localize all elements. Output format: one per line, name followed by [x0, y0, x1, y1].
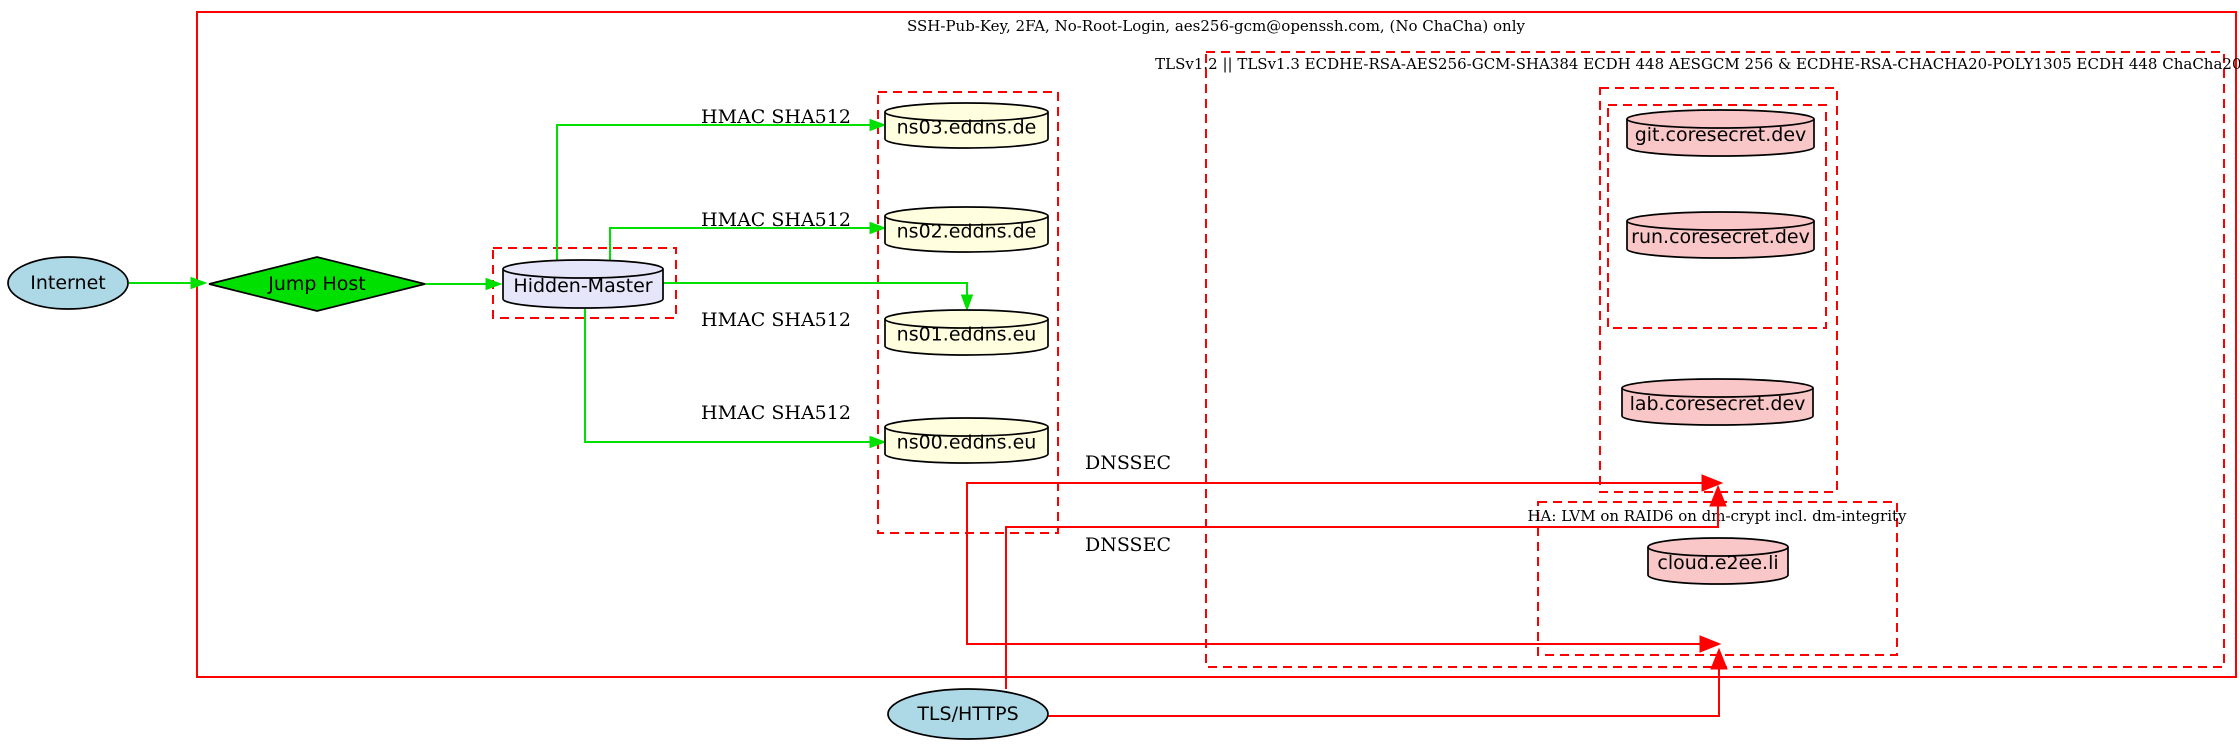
cluster-coresecret-inner-box-border: [1607, 104, 1827, 329]
node-git: [1626, 109, 1815, 157]
edge-eddns-to-coresecret-dnssec: [966, 482, 1702, 533]
node-run: [1626, 211, 1815, 259]
edge-tls-https-to-coresecret: [1005, 506, 1719, 689]
edge-hidden-master-to-ns02-label: HMAC SHA512: [701, 209, 851, 231]
node-ns03-label: ns03.eddns.de: [897, 117, 1037, 139]
node-internet-label: Internet: [30, 272, 105, 294]
edge-hidden-master-to-ns02-arrowhead: [869, 221, 887, 235]
node-run-label: run.coresecret.dev: [1631, 226, 1810, 248]
edge-hidden-master-to-ns03-arrowhead: [869, 118, 887, 132]
node-ns01: [884, 309, 1049, 356]
node-ns01-label: ns01.eddns.eu: [897, 324, 1037, 346]
cluster-ssh-perimeter-border: [196, 11, 2237, 678]
edge-hidden-master-to-ns01: [663, 282, 968, 295]
edge-eddns-to-ha-dnssec: [966, 533, 1700, 645]
node-hidden-master-label: Hidden-Master: [513, 275, 652, 297]
node-cloud-lid: [1647, 546, 1789, 557]
node-ns02-label: ns02.eddns.de: [897, 221, 1037, 243]
edge-hidden-master-to-ns01-label: HMAC SHA512: [701, 309, 851, 331]
node-ns03-lid: [884, 111, 1049, 122]
edge-hidden-master-to-ns02: [609, 227, 870, 260]
cluster-tls-zone-label: TLSv1.2 || TLSv1.3 ECDHE-RSA-AES256-GCM-…: [1155, 55, 2240, 73]
edge-tls-https-to-coresecret-arrowhead: [1709, 484, 1727, 507]
node-internet: [7, 256, 129, 310]
node-ns03: [884, 102, 1049, 149]
node-jump-host: [208, 256, 426, 312]
edge-hidden-master-to-ns03: [556, 124, 870, 260]
node-tls-https-label: TLS/HTTPS: [916, 703, 1018, 725]
edge-internet-to-jump-host-arrowhead: [190, 276, 208, 290]
edge-eddns-to-ha-dnssec-label: DNSSEC: [1085, 534, 1171, 556]
node-ns00-label: ns00.eddns.eu: [897, 432, 1037, 454]
edge-hidden-master-to-ns00-label: HMAC SHA512: [701, 402, 851, 424]
edge-eddns-to-coresecret-dnssec-label: DNSSEC: [1085, 452, 1171, 474]
node-lab-lid: [1621, 387, 1814, 398]
node-lab: [1621, 378, 1814, 426]
node-ns02: [884, 206, 1049, 253]
node-cloud: [1647, 537, 1789, 585]
cluster-coresecret-outer-box-border: [1599, 87, 1838, 493]
edge-hidden-master-to-ns00-arrowhead: [869, 435, 887, 449]
node-cloud-label: cloud.e2ee.li: [1657, 552, 1778, 574]
node-ns01-lid: [884, 318, 1049, 329]
node-ns02-lid: [884, 215, 1049, 226]
node-hidden-master: [502, 259, 664, 309]
node-lab-label: lab.coresecret.dev: [1630, 393, 1806, 415]
edge-hidden-master-to-ns03-label: HMAC SHA512: [701, 106, 851, 128]
edge-tls-https-to-ha-arrowhead: [1710, 647, 1728, 670]
edge-eddns-to-ha-dnssec-arrowhead: [1699, 635, 1722, 653]
node-git-label: git.coresecret.dev: [1635, 124, 1807, 146]
edge-hidden-master-to-ns00: [584, 308, 870, 443]
node-ns00: [884, 417, 1049, 464]
edge-tls-https-to-ha: [1047, 669, 1720, 717]
node-git-lid: [1626, 118, 1815, 129]
node-run-lid: [1626, 220, 1815, 231]
node-hidden-master-lid: [502, 268, 664, 279]
edge-eddns-to-coresecret-dnssec-arrowhead: [1701, 474, 1724, 492]
node-ns00-lid: [884, 426, 1049, 437]
node-jump-host-label: Jump Host: [267, 273, 366, 295]
edge-hidden-master-to-ns01-arrowhead: [960, 294, 974, 312]
cluster-tls-zone-border: [1205, 51, 2225, 668]
node-tls-https: [887, 688, 1049, 740]
cluster-ssh-perimeter-label: SSH-Pub-Key, 2FA, No-Root-Login, aes256-…: [907, 17, 1526, 35]
edge-jump-host-to-hidden-master-arrowhead: [485, 277, 503, 291]
